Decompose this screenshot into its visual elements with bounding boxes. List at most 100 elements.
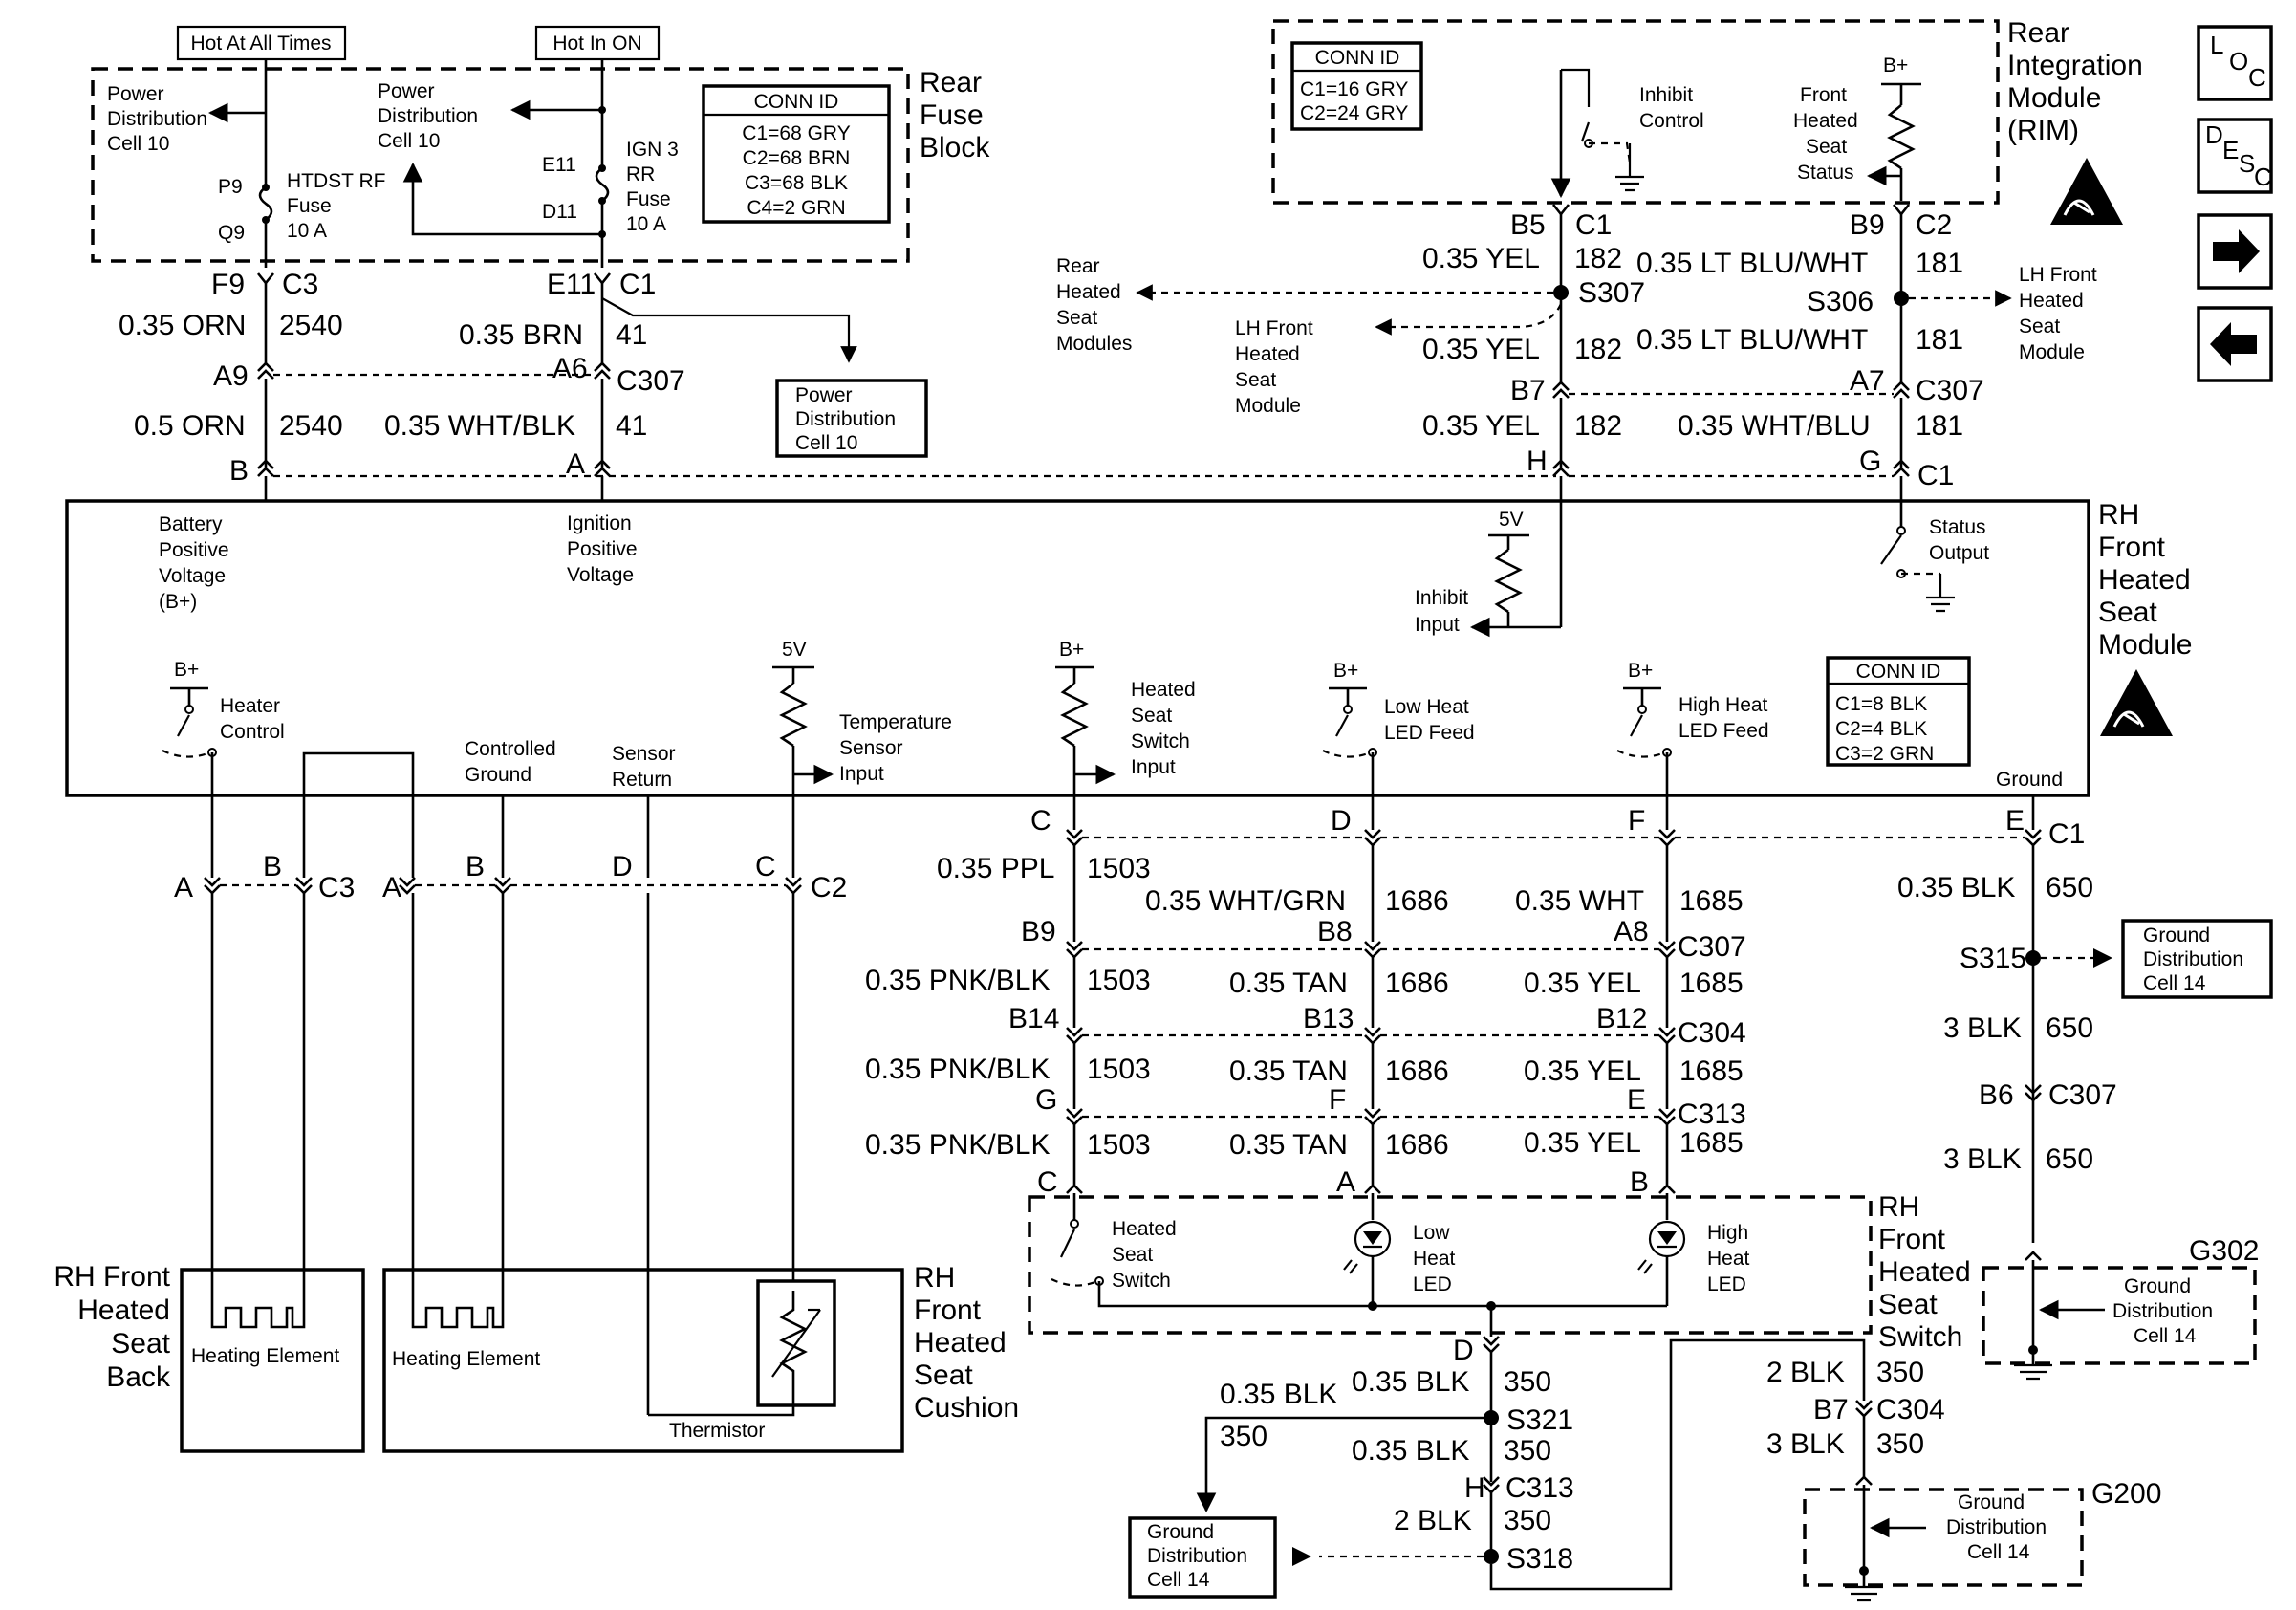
svg-text:350: 350 (1876, 1428, 1924, 1460)
rh-front-heated-seat-back: RH Front Heated Seat Back (54, 1261, 365, 1453)
svg-text:RH: RH (1878, 1191, 1919, 1223)
svg-text:0.35 TAN: 0.35 TAN (1229, 1055, 1348, 1087)
back-arrow-button[interactable] (2197, 306, 2273, 382)
svg-text:1685: 1685 (1679, 885, 1744, 917)
svg-text:Voltage: Voltage (567, 564, 634, 586)
svg-text:LED: LED (1707, 1273, 1746, 1295)
next-arrow-button[interactable] (2197, 213, 2273, 290)
svg-text:Seat: Seat (1131, 705, 1172, 727)
svg-text:Block: Block (920, 132, 990, 163)
gdc14-box-s315: Ground Distribution Cell 14 (2121, 919, 2273, 999)
svg-text:1685: 1685 (1679, 1127, 1744, 1159)
svg-text:Ground: Ground (465, 764, 531, 786)
svg-text:C2=24 GRY: C2=24 GRY (1300, 102, 1408, 124)
svg-text:Cell 14: Cell 14 (1967, 1541, 2030, 1563)
svg-text:B: B (1630, 1166, 1649, 1198)
svg-text:Cell 14: Cell 14 (2143, 972, 2206, 994)
svg-text:(RIM): (RIM) (2007, 115, 2079, 146)
svg-text:S306: S306 (1807, 286, 1874, 317)
svg-text:Ground: Ground (1996, 769, 2063, 791)
svg-text:C307: C307 (2048, 1079, 2117, 1111)
svg-text:1686: 1686 (1385, 1129, 1449, 1161)
svg-text:3 BLK: 3 BLK (1766, 1428, 1845, 1460)
splice-s318 (1484, 1549, 1499, 1564)
svg-text:Rear: Rear (920, 67, 982, 98)
svg-text:0.35 YEL: 0.35 YEL (1422, 243, 1540, 274)
svg-text:Integration: Integration (2007, 50, 2143, 81)
pdc-label-mid: Power Distribution Cell 10 (378, 80, 478, 152)
loc-button[interactable]: L O C (2197, 25, 2273, 101)
svg-text:High Heat: High Heat (1679, 694, 1768, 716)
svg-text:Heated: Heated (1056, 281, 1121, 303)
pdc-box-cell10: Power Distribution Cell 10 (775, 379, 928, 458)
svg-text:Input: Input (839, 763, 884, 785)
svg-text:0.35 BRN: 0.35 BRN (459, 319, 583, 351)
svg-text:B: B (229, 455, 249, 487)
svg-text:C1: C1 (1575, 209, 1612, 241)
svg-text:Cell 10: Cell 10 (378, 130, 440, 152)
svg-text:Status: Status (1797, 162, 1854, 184)
svg-text:Heat: Heat (1413, 1248, 1456, 1270)
high-heat-led-icon (1637, 1220, 1686, 1274)
svg-text:C2=68 BRN: C2=68 BRN (743, 147, 851, 169)
svg-text:Positive: Positive (567, 538, 638, 560)
svg-text:0.35 ORN: 0.35 ORN (119, 310, 246, 341)
svg-text:Distribution: Distribution (1946, 1516, 2047, 1538)
svg-text:Heated: Heated (77, 1295, 170, 1326)
svg-text:Front: Front (1800, 84, 1847, 106)
svg-text:E11: E11 (542, 154, 576, 176)
svg-text:Front: Front (2098, 532, 2166, 563)
svg-text:Cell 10: Cell 10 (795, 432, 857, 454)
lh-front-module-label-left: LH Front Heated Seat Module (1235, 317, 1313, 417)
svg-text:RH: RH (2098, 499, 2139, 531)
svg-text:Controlled: Controlled (465, 738, 556, 760)
svg-text:Cell 10: Cell 10 (107, 133, 169, 155)
svg-text:F: F (1329, 1084, 1346, 1116)
right-arrow-icon (2213, 229, 2260, 273)
svg-text:Input: Input (1131, 756, 1176, 778)
svg-text:3 BLK: 3 BLK (1943, 1012, 2022, 1044)
svg-text:H: H (1464, 1472, 1485, 1504)
svg-text:0.35 PNK/BLK: 0.35 PNK/BLK (865, 965, 1050, 996)
svg-text:3 BLK: 3 BLK (1943, 1143, 2022, 1175)
svg-text:C: C (1037, 1166, 1058, 1198)
svg-text:B: B (466, 851, 485, 882)
svg-text:Heater: Heater (220, 695, 280, 717)
svg-text:S307: S307 (1578, 277, 1645, 309)
svg-text:Battery: Battery (159, 513, 223, 535)
svg-text:RR: RR (626, 163, 655, 185)
svg-text:350: 350 (1220, 1421, 1267, 1452)
svg-text:0.35 YEL: 0.35 YEL (1524, 1055, 1641, 1087)
svg-text:S321: S321 (1506, 1404, 1573, 1436)
svg-text:A: A (1336, 1166, 1355, 1198)
svg-text:Ground: Ground (1147, 1521, 1214, 1543)
svg-text:0.35 PNK/BLK: 0.35 PNK/BLK (865, 1129, 1050, 1161)
svg-text:(B+): (B+) (159, 591, 197, 613)
desc-button[interactable]: D E S C (2197, 118, 2273, 194)
svg-text:G: G (1035, 1084, 1057, 1116)
svg-text:181: 181 (1916, 324, 1963, 356)
svg-text:C2=4 BLK: C2=4 BLK (1835, 718, 1927, 740)
svg-text:A9: A9 (213, 360, 249, 392)
module-conn-id: CONN ID C1=8 BLK C2=4 BLK C3=2 GRN (1826, 656, 1971, 767)
svg-text:Heated: Heated (914, 1327, 1007, 1359)
svg-text:181: 181 (1916, 410, 1963, 442)
svg-text:Switch: Switch (1112, 1270, 1171, 1292)
svg-text:0.35 TAN: 0.35 TAN (1229, 1129, 1348, 1161)
svg-text:0.35 YEL: 0.35 YEL (1524, 1127, 1641, 1159)
svg-text:C1: C1 (619, 269, 656, 300)
svg-text:1503: 1503 (1087, 965, 1151, 996)
rh-front-heated-seat-module: RH Front Heated Seat Module (65, 499, 2192, 797)
svg-text:Heating Element: Heating Element (392, 1348, 540, 1370)
svg-text:C304: C304 (1876, 1394, 1945, 1425)
inhibit-control-switch (1561, 68, 1591, 142)
svg-text:1686: 1686 (1385, 885, 1449, 917)
svg-text:Switch: Switch (1878, 1321, 1962, 1353)
svg-text:Modules: Modules (1056, 333, 1132, 355)
svg-text:Hot At All Times: Hot At All Times (190, 33, 331, 54)
svg-text:Front: Front (1878, 1224, 1946, 1255)
svg-text:C2: C2 (1916, 209, 1952, 241)
rim-module: Rear Integration Module (RIM) (1271, 17, 2143, 205)
svg-text:S: S (2239, 149, 2255, 178)
svg-text:Seat: Seat (1878, 1289, 1938, 1320)
